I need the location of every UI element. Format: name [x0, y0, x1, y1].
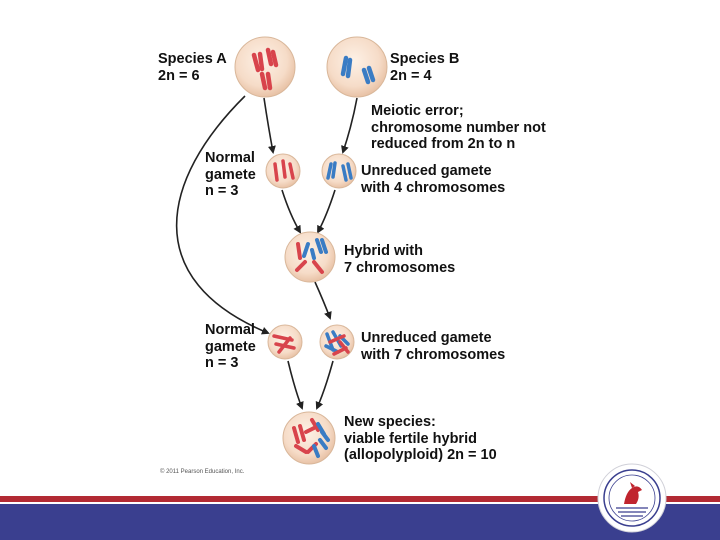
normal-gamete-2-cell	[267, 324, 303, 360]
arrow-a-to-gamete	[263, 97, 276, 154]
arrow-gamete-to-hybrid	[281, 189, 302, 234]
unreduced-gamete-2-cell	[319, 324, 355, 360]
arrow-unreduced2-to-new	[315, 360, 334, 410]
new-species-label: New species: viable fertile hybrid (allo…	[344, 414, 497, 463]
arrow-unreduced-to-hybrid	[317, 189, 336, 234]
arrow-gamete2-to-new	[287, 360, 304, 410]
normal-gamete-2-label: Normal gamete n = 3	[205, 322, 256, 371]
university-logo	[597, 463, 667, 533]
normal-gamete-1-cell	[265, 153, 301, 189]
unreduced-gamete-2-label: Unreduced gamete with 7 chromosomes	[361, 330, 506, 363]
meiotic-error-label: Meiotic error; chromosome number not red…	[371, 103, 546, 152]
hybrid-cell	[284, 231, 336, 283]
footer-red-stripe	[0, 496, 720, 502]
species-a-cell	[234, 36, 296, 98]
unreduced-gamete-1-label: Unreduced gamete with 4 chromosomes	[361, 163, 506, 196]
new-species-cell	[282, 411, 336, 465]
unreduced-gamete-1-cell	[321, 153, 357, 189]
arrow-b-to-unreduced	[341, 97, 358, 154]
copyright-notice: © 2011 Pearson Education, Inc.	[160, 469, 245, 475]
species-b-label: Species B 2n = 4	[390, 51, 460, 84]
species-b-cell	[326, 36, 388, 98]
species-a-label: Species A 2n = 6	[158, 51, 227, 84]
hybrid-label: Hybrid with 7 chromosomes	[344, 243, 456, 276]
arrows	[175, 95, 358, 410]
arrow-hybrid-to-unreduced2	[314, 281, 332, 320]
arrow-a-to-gamete2	[175, 95, 270, 335]
normal-gamete-1-label: Normal gamete n = 3	[205, 150, 256, 199]
